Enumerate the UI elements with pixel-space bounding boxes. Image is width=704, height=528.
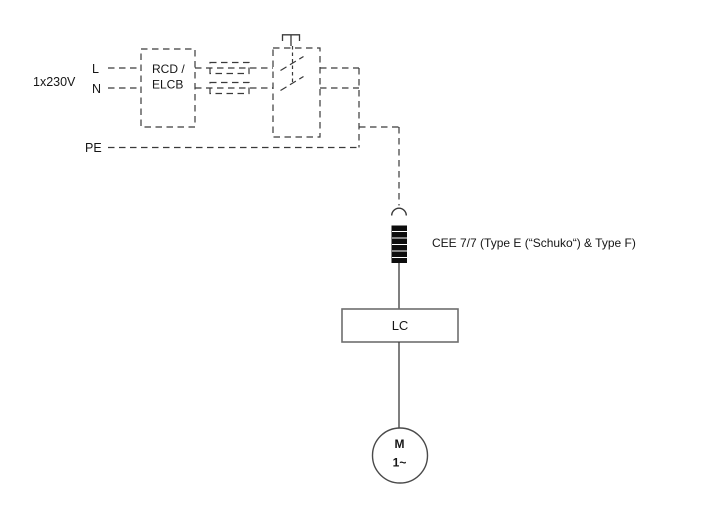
switch-actuator-symbol [281, 34, 301, 46]
switch-blade-l [280, 55, 304, 72]
rcd-elcb-label-line1: RCD / [152, 62, 185, 76]
plug-type-label: CEE 7/7 (Type E (“Schuko“) & Type F) [432, 236, 636, 250]
line-l-label: L [92, 62, 99, 76]
line-n-label: N [92, 82, 101, 96]
lc-box [341, 308, 459, 343]
rcd-elcb-label-line2: ELCB [152, 78, 183, 92]
motor-symbol-label: M [395, 437, 405, 451]
line-pe-label: PE [85, 141, 102, 155]
switch-box [272, 47, 321, 138]
lc-label: LC [392, 318, 409, 333]
plug-body-symbol [391, 225, 407, 263]
socket-arc-symbol [391, 207, 407, 216]
motor-circle [371, 427, 429, 484]
switch-blade-n [280, 75, 304, 92]
fuse-l-symbol [209, 61, 250, 75]
motor-phase-label: 1~ [393, 456, 407, 470]
supply-voltage-label: 1x230V [33, 75, 76, 89]
fuse-n-symbol [209, 81, 250, 95]
